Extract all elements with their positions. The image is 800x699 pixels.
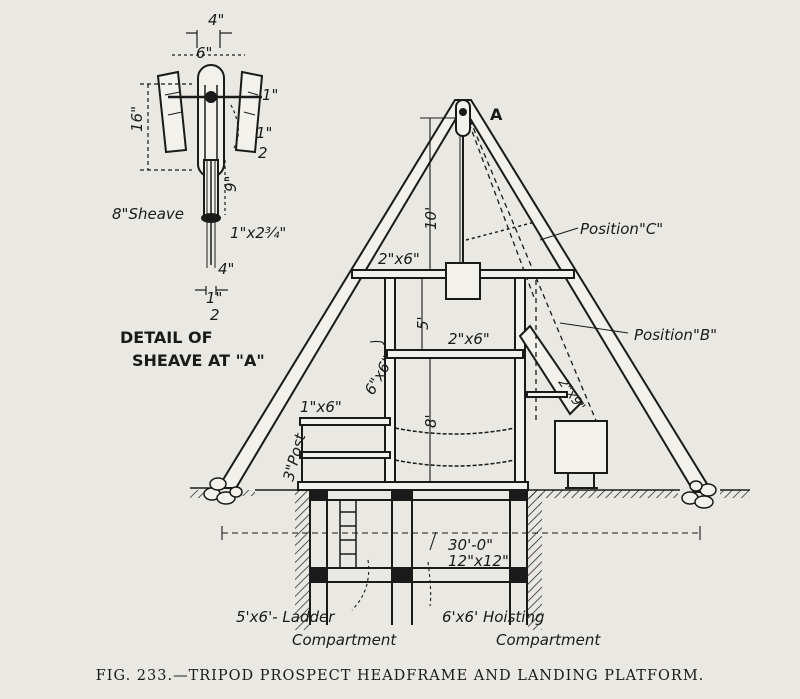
dimension-lines — [221, 117, 701, 611]
figure-caption: FIG. 233.—TRIPOD PROSPECT HEADFRAME AND … — [96, 668, 705, 684]
sheave-detail-labels: 4" 6" 1" 1" 2 16" 9" 8"Sheave 1"x2¾" 4" … — [112, 11, 286, 370]
rail-label: 1"x6" — [300, 398, 342, 416]
detail-title-line1: DETAIL OF — [120, 328, 213, 347]
dim-8ft: 8' — [422, 414, 440, 428]
ladder-line1: 5'x6'- Ladder — [236, 608, 335, 626]
sheave-block — [455, 99, 471, 270]
dim-height-16in: 16" — [128, 106, 146, 132]
dim-10ft: 10' — [422, 207, 440, 230]
detail-title-line2: SHEAVE AT "A" — [132, 351, 265, 370]
apex-label: A — [490, 105, 503, 124]
dim-5ft: 5' — [414, 316, 432, 330]
position-c-label: Position"C" — [580, 220, 663, 238]
sheave-label: 8"Sheave — [112, 205, 184, 223]
dim-base-num: 1" — [206, 289, 222, 307]
hoist-line1: 6'x6' Hoisting — [442, 608, 545, 626]
dim-bottom-4in: 4" — [218, 260, 234, 278]
sheave-detail — [140, 30, 264, 295]
mid-beam-label: 2"x6" — [448, 330, 490, 348]
dim-top-4in: 4" — [208, 11, 224, 29]
bolt-label: 1"x2¾" — [230, 224, 286, 242]
position-b-label: Position"B" — [634, 326, 717, 344]
footing-stones — [203, 477, 717, 509]
span-label: 30'-0" — [448, 536, 493, 554]
dim-pin-1in: 1" — [262, 86, 278, 104]
chains — [394, 221, 536, 467]
hoist-line2: Compartment — [496, 631, 601, 649]
platform-frame — [297, 262, 608, 491]
ground — [190, 487, 750, 630]
ladder-line2: Compartment — [292, 631, 397, 649]
dim-nine-in: 9" — [222, 176, 240, 192]
dim-width-6in: 6" — [196, 44, 212, 62]
top-beam-label: 2"x6" — [378, 250, 420, 268]
dim-base-den: 2 — [210, 306, 220, 324]
dim-half-num: 1" — [256, 124, 272, 142]
timber-label: 12"x12" — [448, 552, 509, 570]
dim-half-den: 2 — [258, 144, 268, 162]
